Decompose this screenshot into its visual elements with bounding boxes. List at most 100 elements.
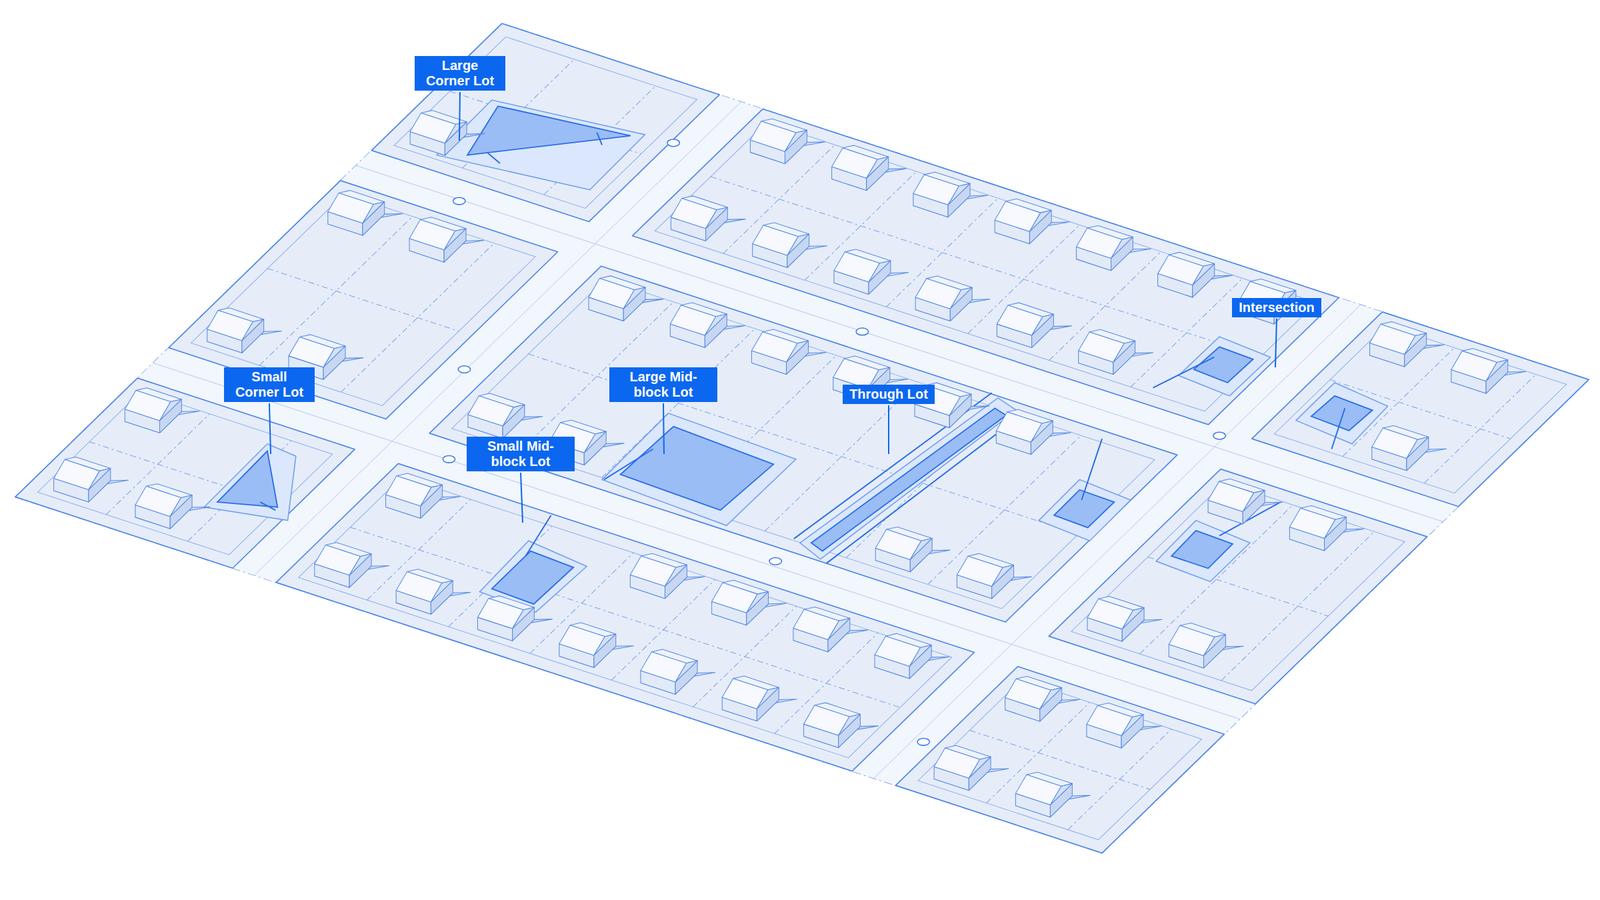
callout-box: Intersection: [1232, 298, 1321, 318]
lot-line: [1221, 531, 1375, 680]
lot-outline: [602, 413, 796, 526]
pipe-line: [1081, 438, 1102, 500]
house-gable: [828, 618, 850, 640]
leader-line: [520, 472, 523, 523]
house-gable: [992, 565, 1014, 587]
lane-line: [153, 362, 1240, 719]
leader-line: [663, 403, 664, 454]
city-block: [15, 378, 355, 568]
house: [396, 569, 471, 615]
house-gable: [968, 756, 991, 778]
house-gable: [444, 122, 467, 144]
leader-line: [269, 403, 271, 454]
house-gable: [1113, 340, 1136, 362]
sidewalk-line: [1274, 325, 1566, 494]
house: [670, 196, 746, 241]
car: [667, 139, 680, 147]
car: [917, 738, 930, 746]
house-gable: [746, 591, 769, 613]
house: [1087, 596, 1162, 642]
house-gable: [1032, 314, 1054, 336]
house-gable: [866, 156, 889, 178]
house-gable: [787, 234, 810, 256]
car: [453, 197, 466, 205]
house: [477, 596, 552, 641]
car: [458, 366, 470, 374]
house: [1372, 425, 1447, 470]
house: [1289, 505, 1364, 550]
house: [410, 110, 485, 156]
house: [328, 190, 403, 236]
sidewalk-line: [654, 122, 1316, 412]
house-gable: [1029, 210, 1052, 232]
lot-outline: [800, 398, 1016, 560]
car: [856, 328, 868, 336]
house: [1005, 676, 1080, 722]
house: [750, 118, 825, 164]
lot-outline: [1156, 520, 1250, 582]
house-gable: [665, 564, 688, 586]
house-gable: [242, 319, 264, 341]
house-gable: [704, 314, 727, 336]
house: [804, 702, 879, 748]
house-gable: [1121, 714, 1144, 736]
house-gable: [1111, 236, 1134, 258]
bioretention-area: [620, 426, 774, 511]
house: [996, 302, 1072, 348]
leader-line: [459, 92, 460, 141]
house: [913, 172, 988, 218]
house-gable: [420, 484, 443, 506]
house: [1370, 322, 1445, 367]
house-gable: [362, 202, 385, 224]
lot-outline: [436, 100, 645, 190]
house-gable: [170, 495, 192, 517]
house: [722, 676, 797, 721]
bioretention-area: [1054, 490, 1114, 528]
house-gable: [1486, 360, 1508, 382]
house-gable: [160, 399, 182, 421]
callout-box: Large Mid-block Lot: [609, 367, 718, 402]
house-gable: [444, 228, 466, 250]
house-gable: [1406, 437, 1429, 459]
house: [874, 633, 950, 678]
pipe-line: [1331, 408, 1345, 449]
lot-line: [710, 176, 1261, 357]
house: [934, 745, 1009, 790]
house-gable: [1030, 420, 1053, 442]
house: [135, 484, 210, 529]
city-block: [1048, 469, 1427, 704]
house: [875, 526, 950, 572]
house: [124, 388, 200, 434]
house-gable: [430, 580, 453, 602]
house-gable: [1204, 634, 1226, 656]
house: [994, 198, 1070, 244]
lane-line: [874, 304, 1361, 778]
bioretention-area: [1311, 396, 1373, 431]
callout-box: Small Corner Lot: [224, 367, 315, 402]
house: [832, 145, 907, 191]
house-gable: [706, 207, 728, 229]
lot-line: [259, 216, 413, 366]
lot-outline: [204, 444, 296, 521]
house-gable: [909, 644, 932, 666]
bioretention-area: [1194, 346, 1254, 383]
house: [468, 393, 543, 438]
house: [752, 222, 828, 268]
road: [852, 297, 1382, 786]
house-gable: [785, 130, 808, 152]
house: [1078, 329, 1154, 374]
lane-line: [356, 165, 1443, 522]
pipe-line: [794, 392, 992, 539]
house: [630, 553, 705, 599]
house: [1086, 703, 1162, 748]
house: [409, 217, 484, 262]
sidewalk-line: [918, 680, 1202, 840]
bioretention-area: [467, 106, 631, 155]
lot-line: [340, 243, 494, 392]
bioretention-area: [811, 408, 1006, 551]
house-gable: [756, 687, 779, 709]
house-gable: [88, 468, 111, 490]
house-gable: [868, 260, 891, 282]
house-gable: [323, 346, 346, 368]
